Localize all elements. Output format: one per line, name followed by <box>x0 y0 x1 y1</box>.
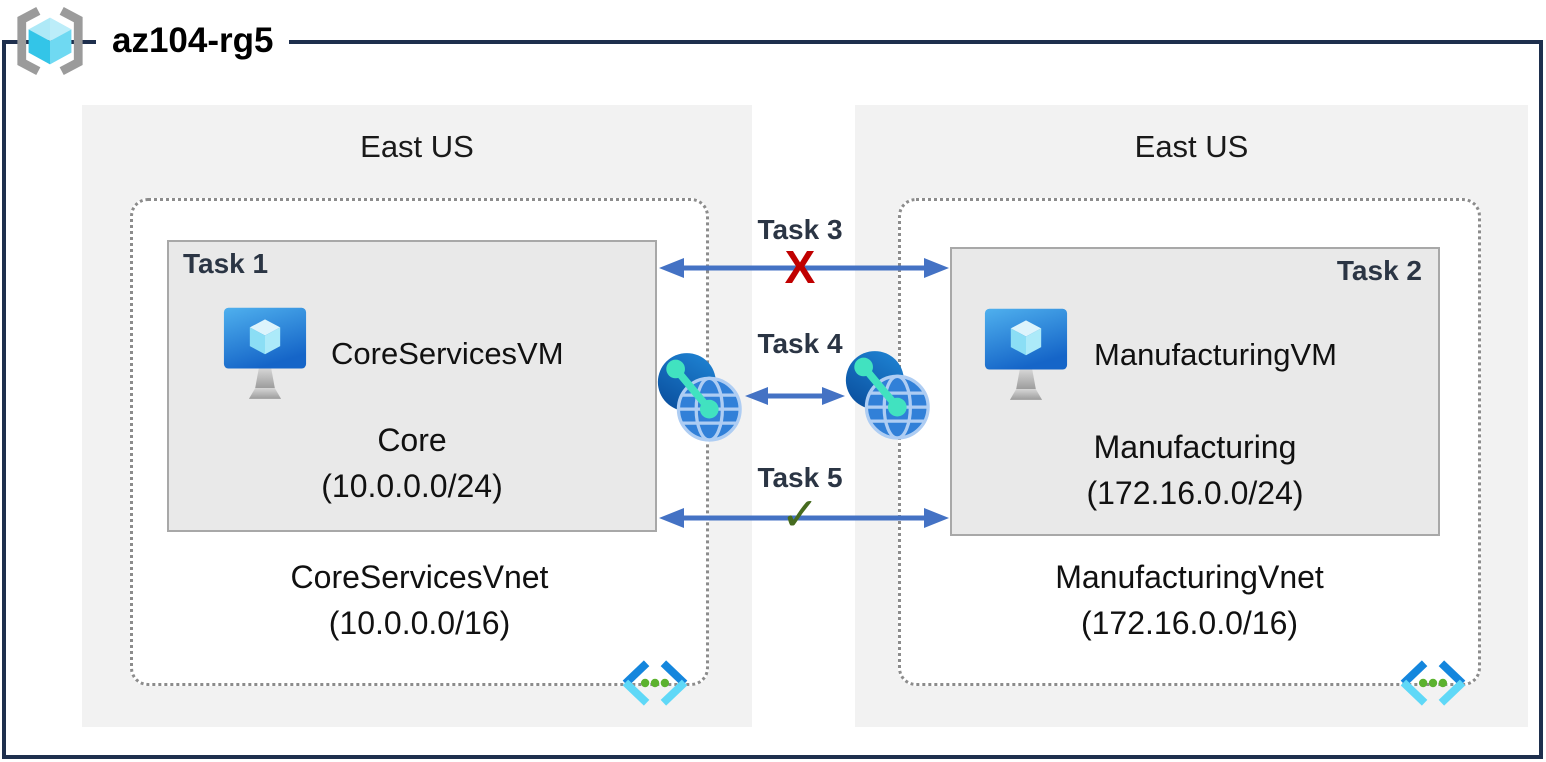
virtual-machine-icon <box>223 307 307 399</box>
allowed-check-mark: ✓ <box>780 488 820 540</box>
subnet-core: Task 1 CoreServicesVM Core (10.0.0.0/24) <box>167 240 657 532</box>
network-peering-icon <box>657 353 742 442</box>
resource-group-icon <box>17 6 83 76</box>
connection-task3-label: Task 3 <box>757 214 843 245</box>
vnet-cidr: (172.16.0.0/16) <box>1080 605 1299 641</box>
region-label: East US <box>1134 129 1249 164</box>
double-arrow-task5 <box>659 508 949 528</box>
vnet-cidr: (10.0.0.0/16) <box>328 605 511 641</box>
double-arrow-task3 <box>659 258 949 278</box>
vnet-name: CoreServicesVnet <box>290 559 549 595</box>
vm-name: CoreServicesVM <box>331 336 564 371</box>
virtual-machine-icon <box>984 308 1068 400</box>
subnet-name: Core <box>377 422 447 458</box>
connection-task4-label: Task 4 <box>757 328 843 359</box>
subnet-cidr: (10.0.0.0/24) <box>321 468 503 504</box>
virtual-network-icon <box>622 660 688 706</box>
connection-task5-label: Task 5 <box>757 462 843 493</box>
region-label: East US <box>360 129 474 164</box>
subnet-manufacturing: Task 2 ManufacturingVM Manufacturing (17… <box>950 247 1440 536</box>
page-title: az104-rg5 <box>96 18 290 64</box>
vnet-name: ManufacturingVnet <box>1055 559 1324 595</box>
network-peering-icon <box>845 351 930 440</box>
double-arrow-task4 <box>745 387 845 405</box>
subnet-cidr: (172.16.0.0/24) <box>1086 475 1304 511</box>
resource-group-border <box>2 40 1543 759</box>
blocked-x-mark: X <box>784 241 816 293</box>
virtual-network-icon <box>1400 660 1466 706</box>
subnet-name: Manufacturing <box>1093 429 1297 465</box>
task-label: Task 2 <box>1336 255 1422 286</box>
vm-name: ManufacturingVM <box>1094 337 1337 372</box>
task-label: Task 1 <box>183 248 269 279</box>
